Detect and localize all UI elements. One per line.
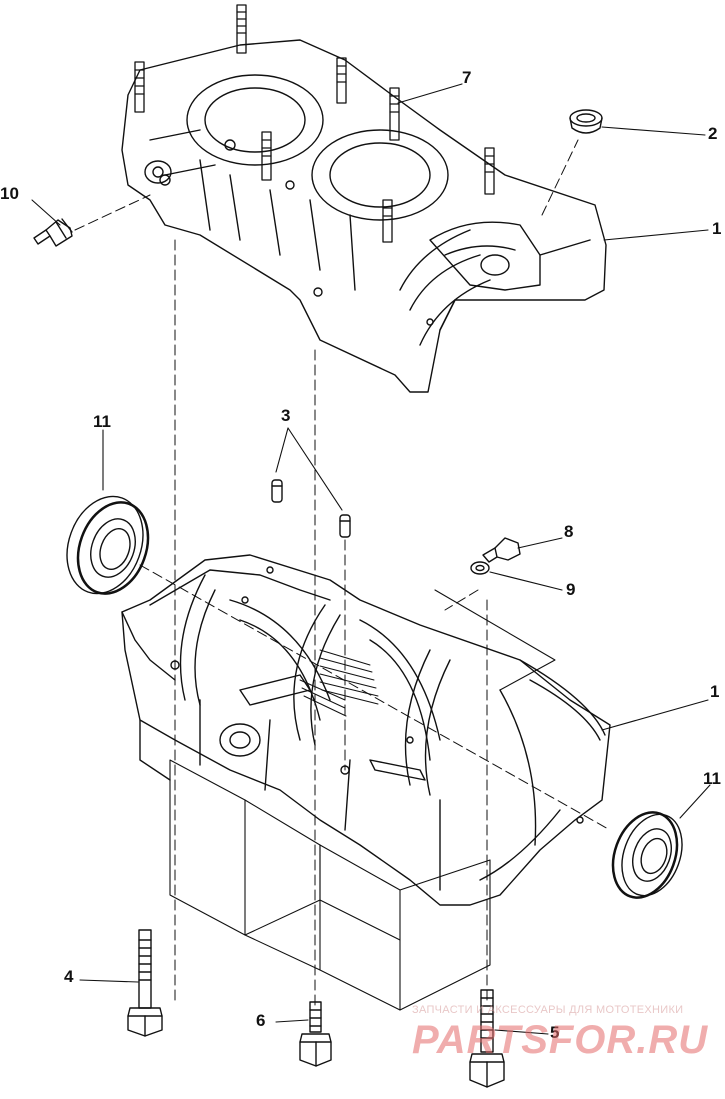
leader-lines (31, 83, 711, 1035)
upper-crankcase (121, 4, 607, 393)
watermark-tagline: ЗАПЧАСТИ И АКСЕССУАРЫ ДЛЯ МОТОТЕХНИКИ (412, 1004, 684, 1016)
lower-crankcase (121, 554, 611, 906)
callout-11-right: 11 (703, 769, 721, 788)
callout-1-lower: 1 (710, 682, 720, 701)
part-4-bolt (127, 929, 163, 1037)
callout-5: 5 (550, 1023, 560, 1042)
part-11-seal-left (66, 495, 150, 595)
watermark-brand: PARTSFOR.RU (412, 1018, 709, 1062)
part-3-dowel-pins (271, 479, 351, 538)
callout-7: 7 (462, 68, 472, 87)
watermark: ЗАПЧАСТИ И АКСЕССУАРЫ ДЛЯ МОТОТЕХНИКИ PA… (412, 1004, 712, 1063)
callout-9: 9 (566, 580, 576, 599)
part-9-washer (470, 561, 490, 575)
part-10-fitting (33, 218, 73, 247)
part-6-bolt (299, 1001, 332, 1067)
reference-boxes (169, 589, 556, 1011)
callout-6: 6 (256, 1011, 266, 1030)
callout-1-upper: 1 (712, 219, 722, 238)
callout-10: 10 (0, 184, 19, 203)
callout-2: 2 (708, 124, 718, 143)
alignment-lines (74, 139, 611, 1011)
callout-11-left: 11 (93, 412, 111, 431)
part-11-seal-right (611, 811, 683, 899)
callout-4: 4 (64, 967, 74, 986)
callout-3: 3 (281, 406, 291, 425)
part-8-screw (482, 537, 521, 563)
part-2-plug (569, 109, 603, 134)
callout-8: 8 (564, 522, 574, 541)
part-5-bolt (469, 989, 505, 1088)
